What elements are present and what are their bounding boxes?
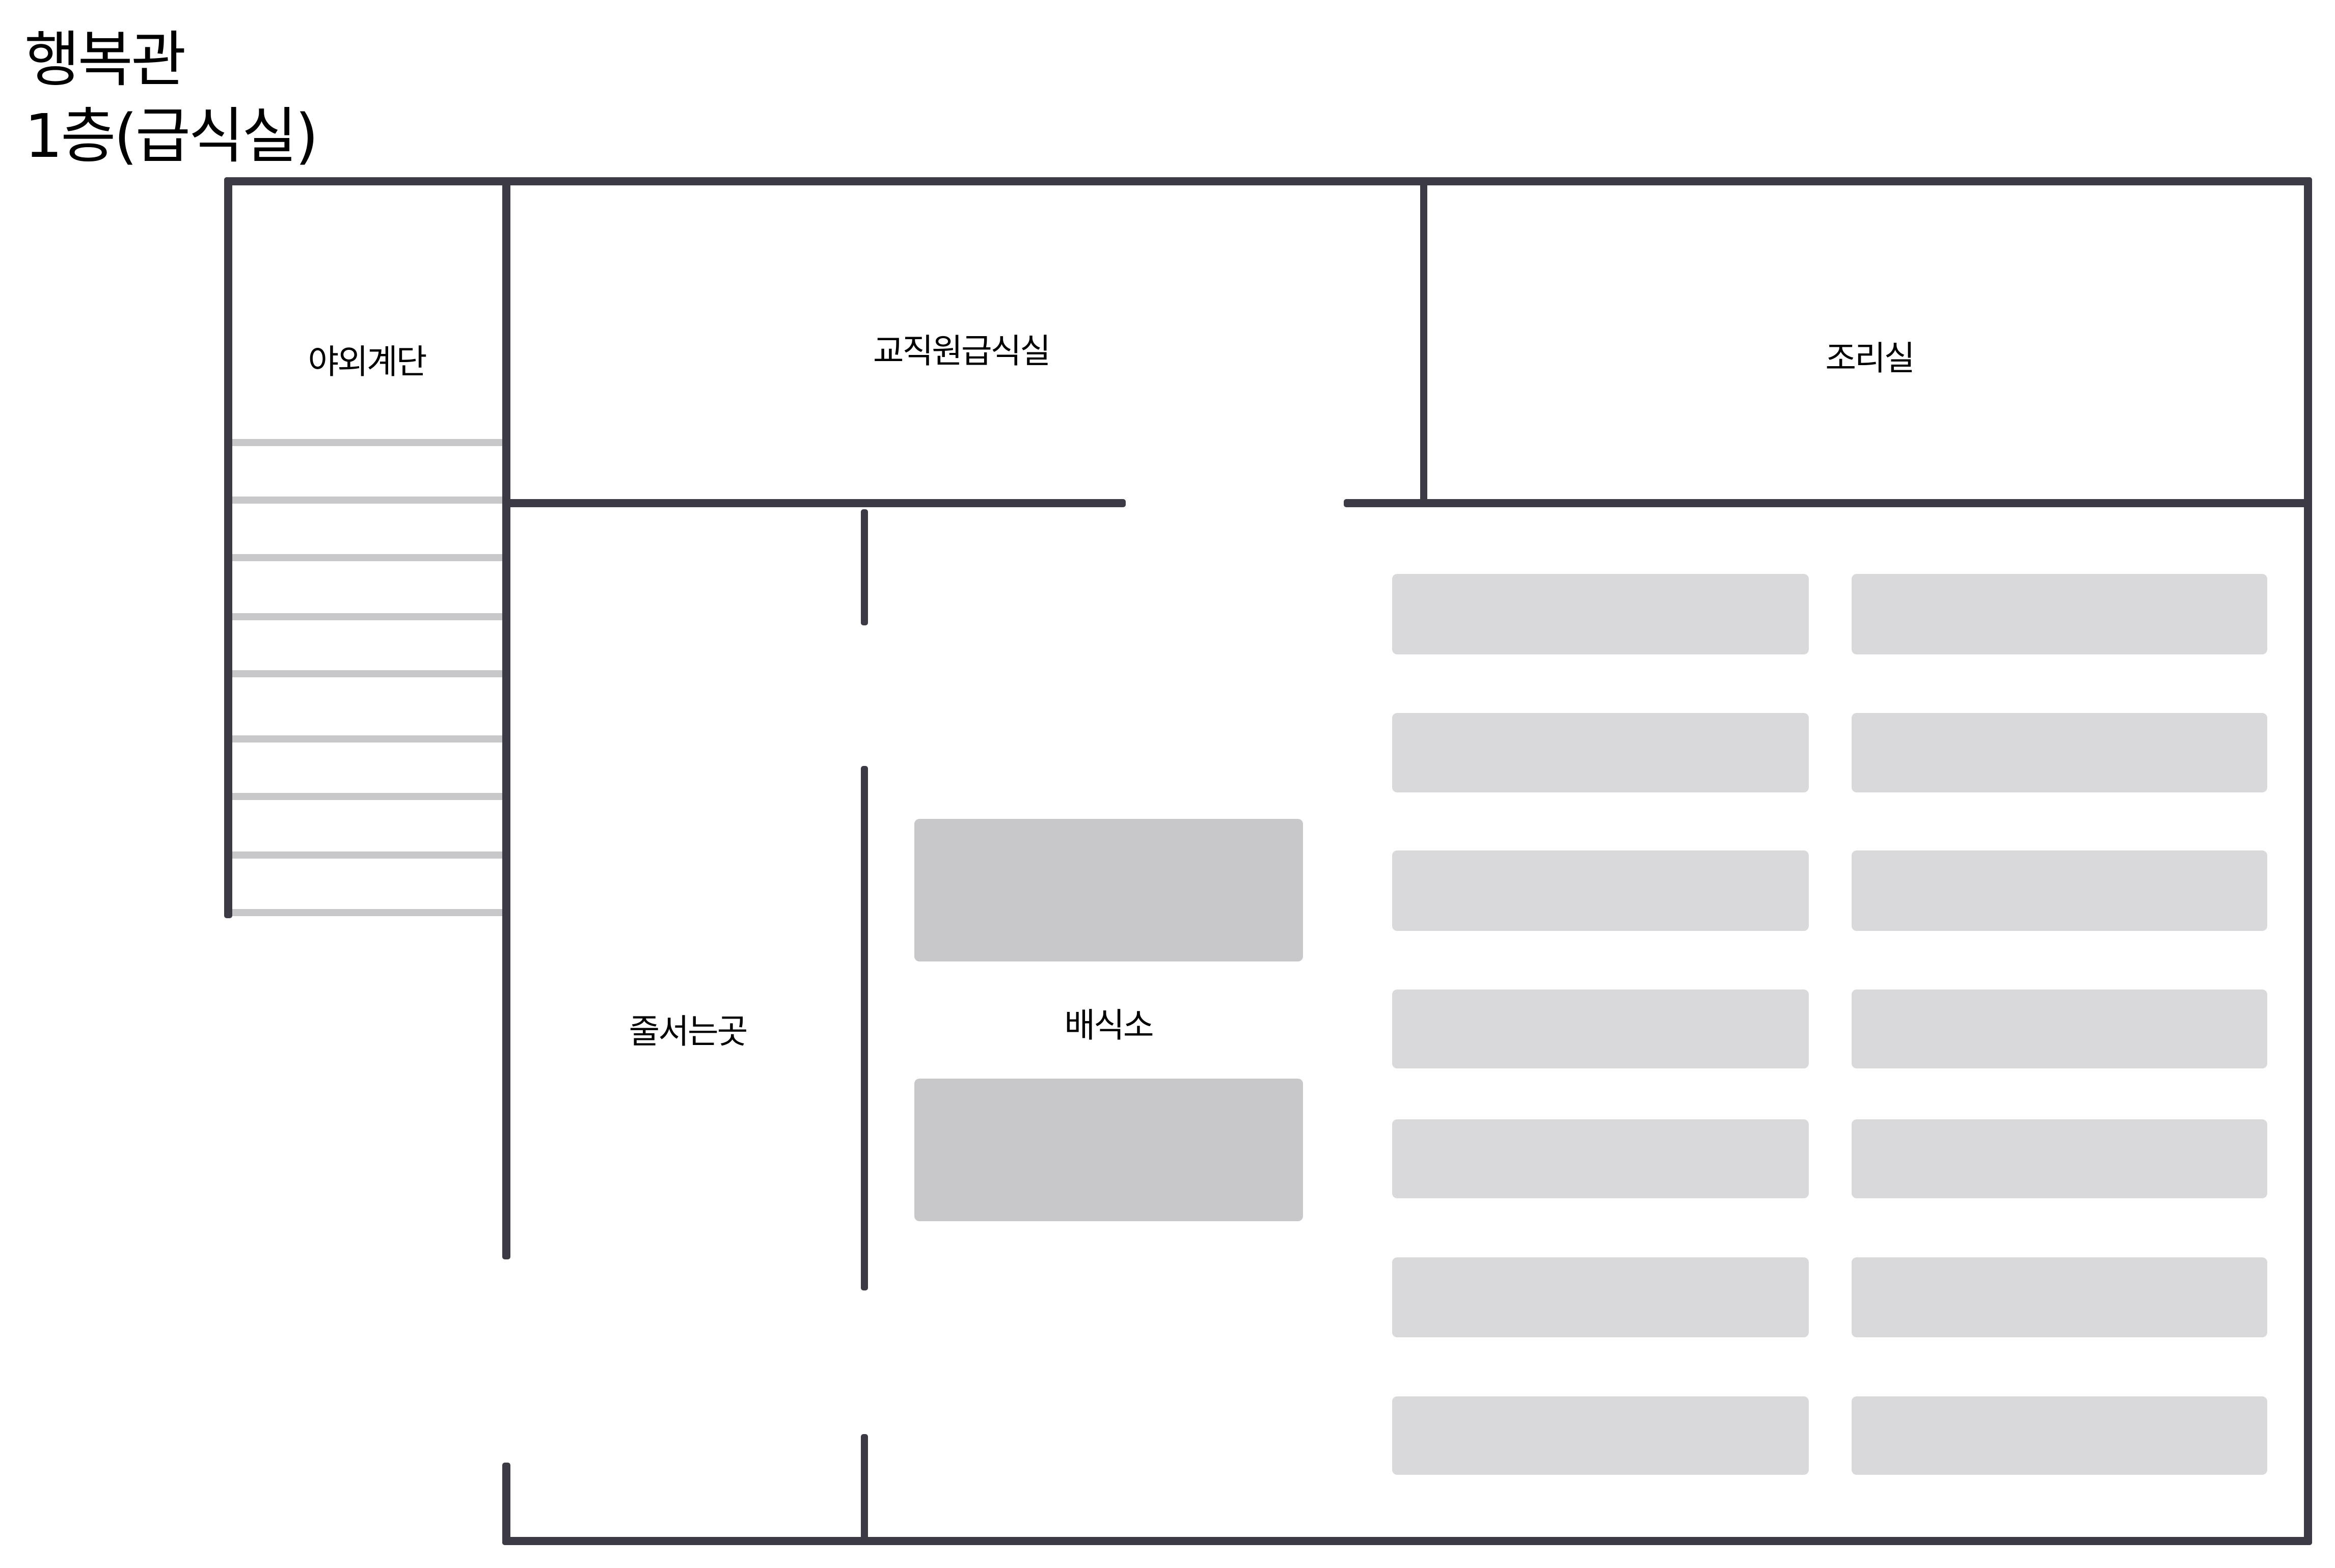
stair-tread [232, 497, 502, 504]
main-right-wall [2304, 177, 2312, 1545]
stair-tread [232, 670, 502, 677]
building-title: 행복관 [24, 24, 186, 95]
stair-tread [232, 793, 502, 800]
dining-table [1392, 1396, 1809, 1475]
dining-table [1392, 713, 1809, 792]
queue-area-label: 줄서는곳 [629, 1012, 748, 1051]
floor-title: 1층(급식실) [24, 101, 318, 171]
main-bottom-wall [502, 1537, 2312, 1545]
dining-table [1392, 989, 1809, 1068]
stair-tread [232, 851, 502, 859]
queue-divider-top [861, 509, 868, 625]
dining-table [1852, 989, 2267, 1068]
stair-tread [232, 613, 502, 620]
queue-divider-bottom [861, 1434, 868, 1541]
serving-station-label: 배식소 [1064, 1006, 1154, 1045]
dining-table [1852, 574, 2267, 654]
middle-wall-right [1344, 499, 2308, 507]
dining-table [1392, 1119, 1809, 1198]
dining-table [1852, 1119, 2267, 1198]
main-top-wall [502, 177, 2312, 185]
middle-wall-left [506, 499, 1126, 507]
serving-counter [914, 819, 1303, 961]
serving-counter [914, 1079, 1303, 1221]
stair-tread [232, 909, 502, 916]
staff-kitchen-divider [1420, 181, 1427, 505]
staff-dining-label: 교직원급식실 [873, 332, 1051, 371]
dining-table [1392, 850, 1809, 931]
dining-table [1852, 1396, 2267, 1475]
queue-divider-middle [861, 766, 868, 1290]
stairs-left-wall [224, 177, 232, 918]
dining-table [1392, 574, 1809, 654]
dining-table [1852, 1257, 2267, 1337]
dining-table [1392, 1257, 1809, 1337]
dining-table [1852, 713, 2267, 792]
outdoor-stairs-label: 야외계단 [308, 342, 427, 381]
stair-tread [232, 554, 502, 561]
stair-tread [232, 439, 502, 446]
dining-table [1852, 850, 2267, 931]
main-left-wall-upper [502, 177, 510, 1259]
main-left-wall-lower [502, 1463, 510, 1545]
kitchen-label: 조리실 [1825, 339, 1915, 378]
stairs-top-wall [224, 177, 510, 185]
stair-tread [232, 735, 502, 742]
